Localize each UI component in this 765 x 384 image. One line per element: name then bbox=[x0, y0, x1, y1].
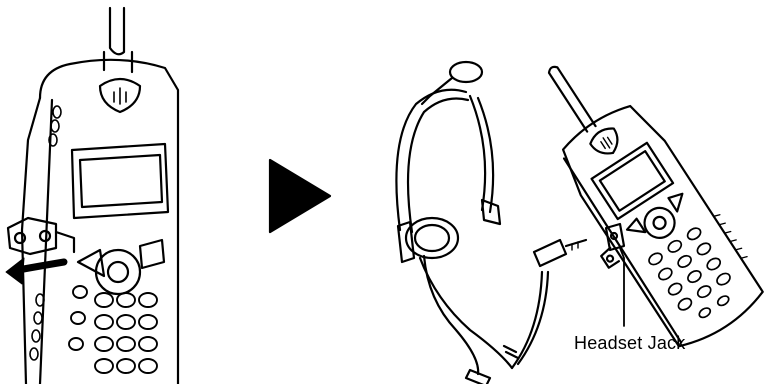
handset-closeup bbox=[8, 8, 178, 384]
curved-arrow-icon bbox=[6, 258, 64, 284]
right-triangle-arrow-icon bbox=[270, 160, 330, 232]
cordless-handset bbox=[500, 34, 765, 362]
headset bbox=[396, 62, 586, 384]
headset-jack-label: Headset Jack bbox=[574, 333, 685, 354]
